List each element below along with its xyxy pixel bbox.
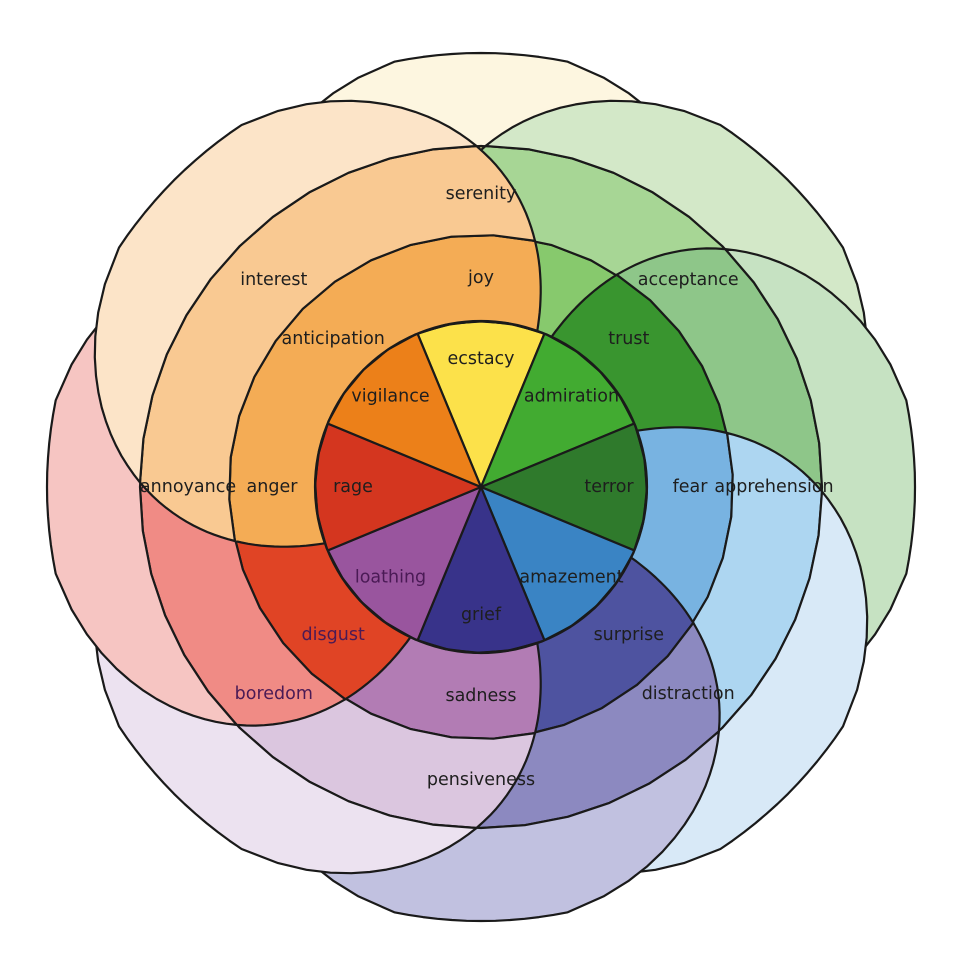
- label-distraction: distraction: [642, 684, 735, 704]
- label-ecstacy: ecstacy: [447, 349, 514, 369]
- label-apprehension: apprehension: [714, 477, 833, 497]
- label-fear: fear: [673, 477, 709, 497]
- petal-labels: ecstacy joy serenity admiration trust accepta…: [140, 184, 834, 790]
- label-pensiveness: pensiveness: [427, 770, 535, 790]
- label-interest: interest: [240, 270, 307, 290]
- label-anticipation: anticipation: [282, 329, 385, 349]
- label-rage: rage: [333, 477, 373, 497]
- label-disgust: disgust: [302, 625, 365, 645]
- label-surprise: surprise: [594, 625, 664, 645]
- label-serenity: serenity: [446, 184, 517, 204]
- label-acceptance: acceptance: [638, 270, 739, 290]
- label-vigilance: vigilance: [351, 387, 429, 407]
- label-admiration: admiration: [524, 387, 619, 407]
- label-trust: trust: [608, 329, 649, 349]
- label-amazement: amazement: [519, 568, 623, 588]
- label-sadness: sadness: [445, 686, 516, 706]
- label-annoyance: annoyance: [140, 477, 236, 497]
- label-joy: joy: [467, 268, 494, 288]
- petal-bands: [45, 51, 917, 923]
- inner-ring: [313, 319, 649, 655]
- label-loathing: loathing: [355, 568, 426, 588]
- label-boredom: boredom: [235, 684, 313, 704]
- label-terror: terror: [584, 477, 634, 497]
- petal-anticipation-tip-band: [93, 99, 478, 484]
- label-anger: anger: [247, 477, 299, 497]
- label-grief: grief: [461, 605, 502, 625]
